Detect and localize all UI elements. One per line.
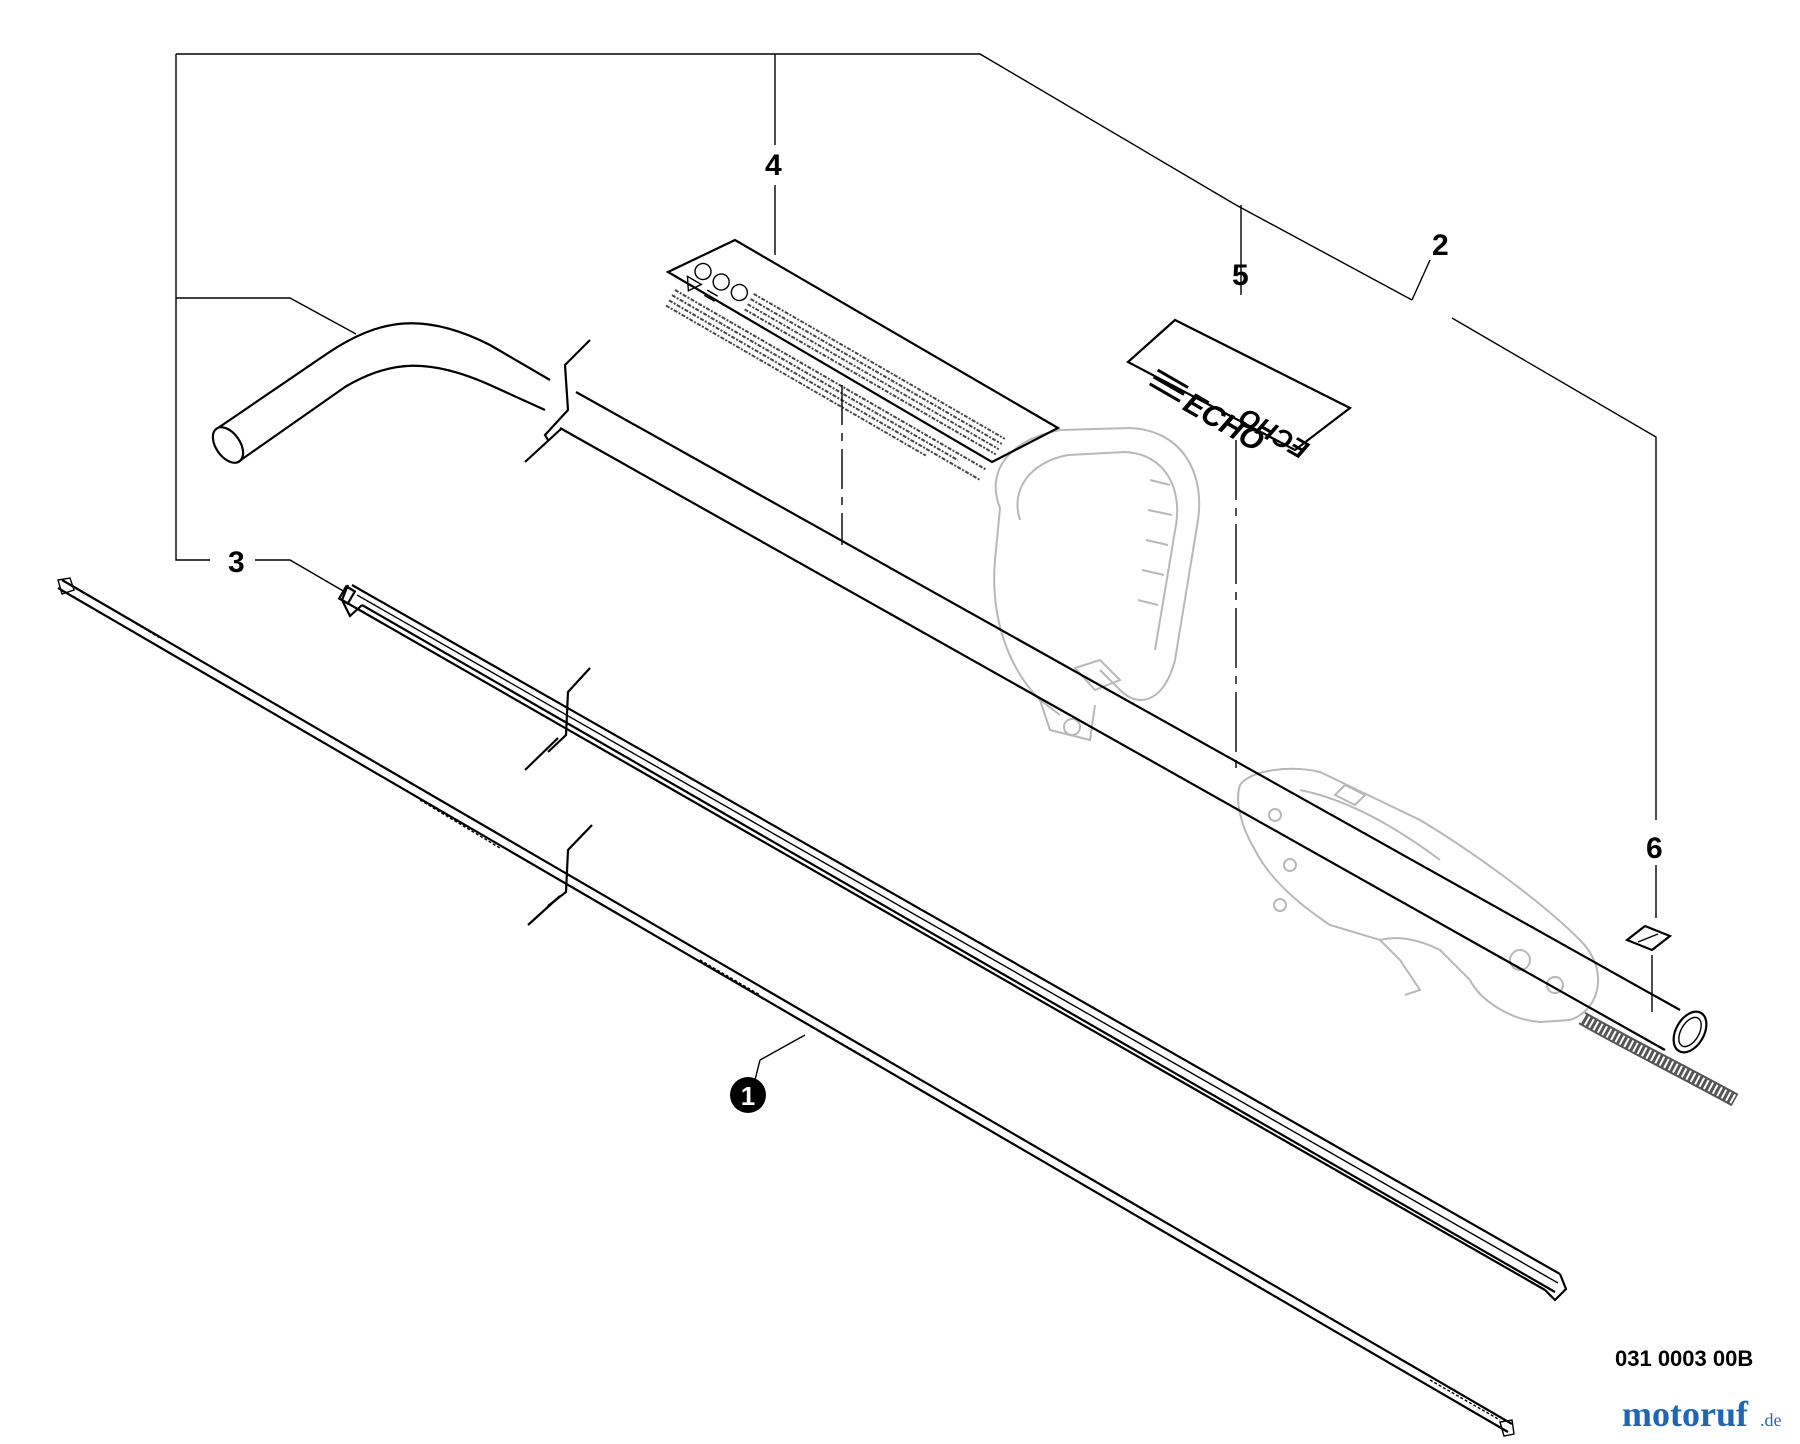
echo-decal: ECHO ECHO	[1126, 318, 1353, 465]
callout-6: 6	[1646, 832, 1663, 865]
callout-3: 3	[228, 546, 245, 579]
watermark-tld: .de	[1760, 1410, 1782, 1430]
callout-1: 1	[741, 1081, 755, 1111]
ghost-engine-housing	[1237, 767, 1599, 1024]
driveshaft-liner	[337, 584, 1568, 1302]
leader-lines	[175, 53, 1657, 1081]
ghost-handle	[993, 426, 1201, 742]
outer-tube	[211, 322, 1708, 1054]
callout-2: 2	[1432, 229, 1449, 262]
callout-5: 5	[1232, 259, 1249, 292]
decal-brand: ECHO	[1178, 387, 1270, 459]
watermark-name: motoruf	[1622, 1394, 1749, 1434]
warning-decal	[665, 238, 1061, 482]
callout-4: 4	[765, 149, 782, 182]
diagram-code: 031 0003 00B	[1615, 1346, 1753, 1371]
watermark: motoruf .de	[1622, 1394, 1782, 1434]
callout-1-badge: 1	[730, 1077, 766, 1113]
flex-cable	[1578, 1011, 1739, 1107]
driveshaft	[57, 577, 1515, 1437]
clip-part	[1624, 924, 1673, 952]
